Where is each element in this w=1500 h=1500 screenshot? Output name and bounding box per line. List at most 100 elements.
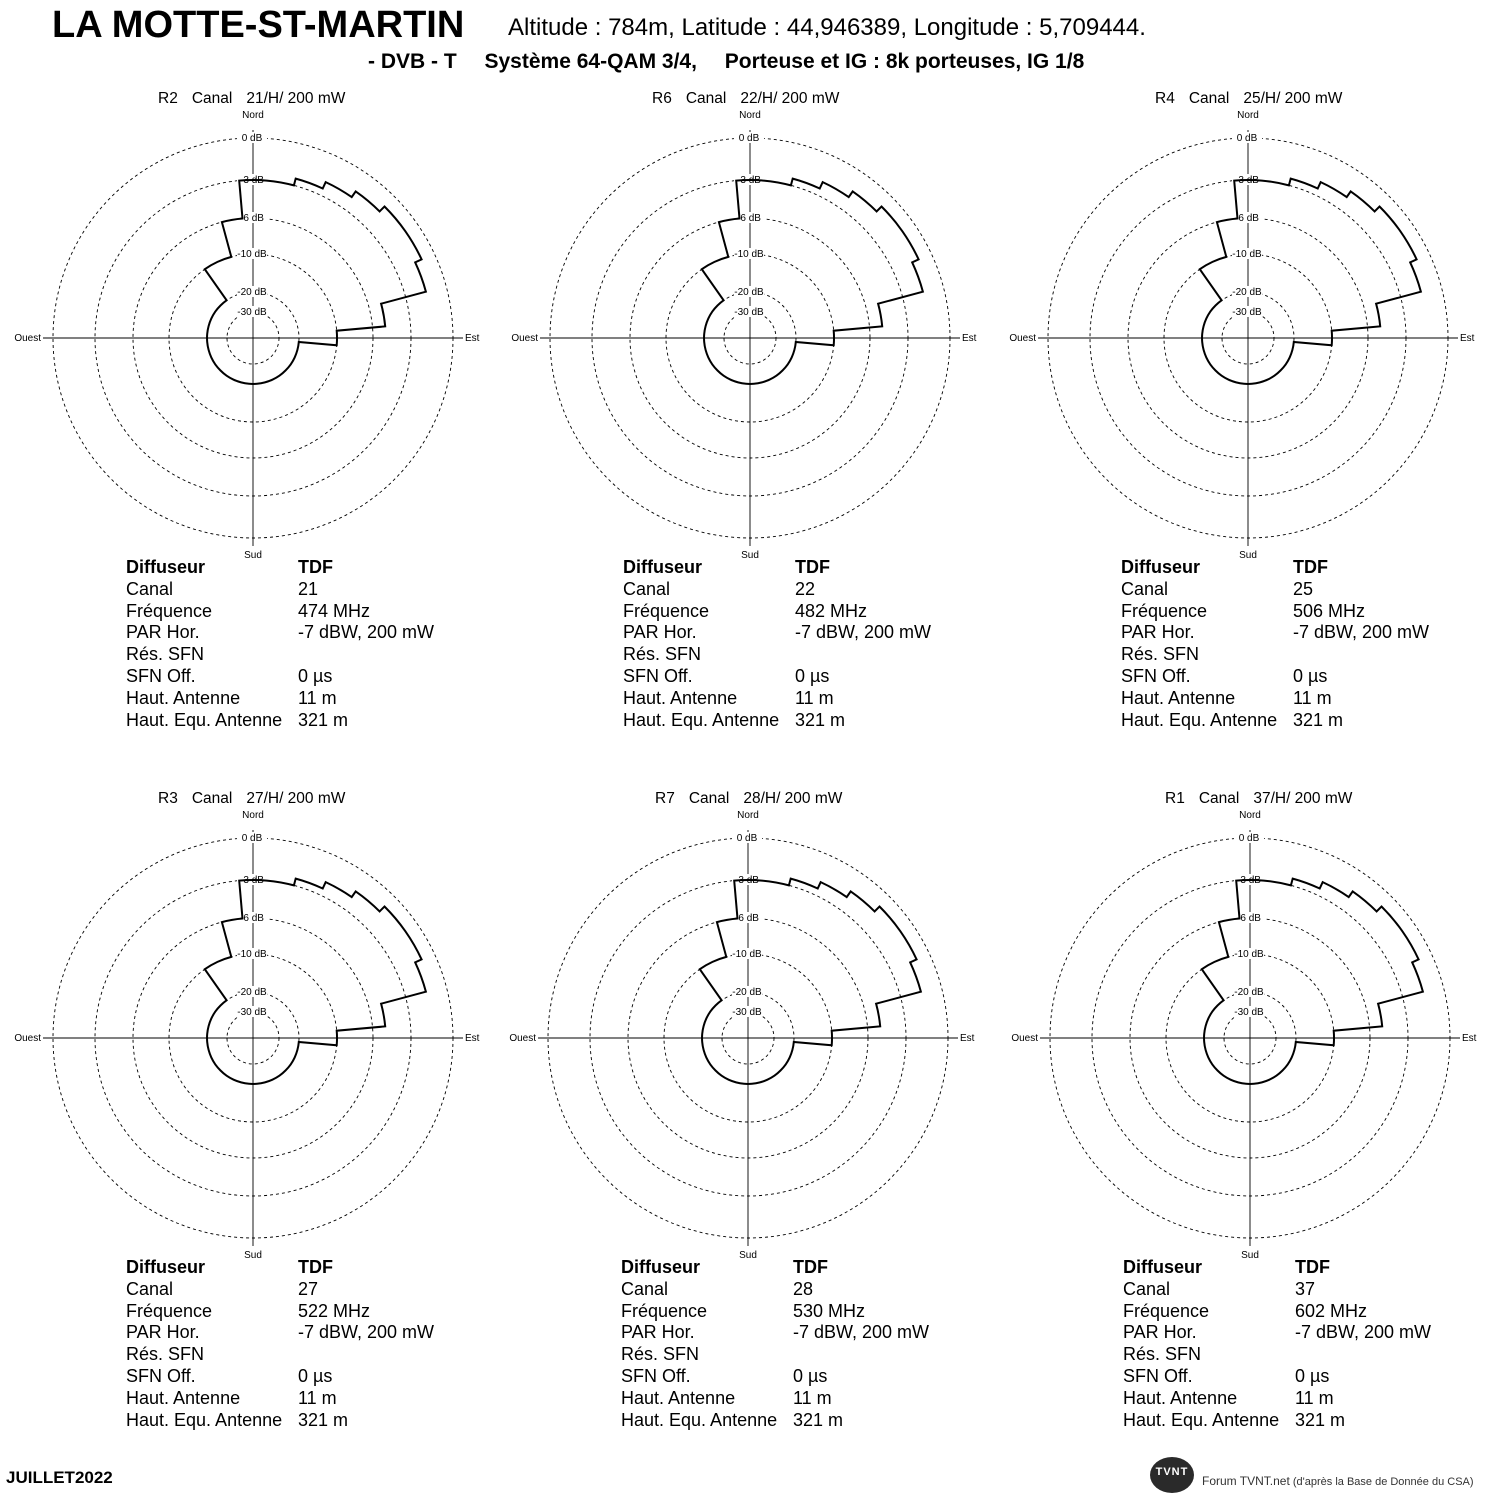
info-row-antenna-equiv-height: Haut. Equ. Antenne 321 m bbox=[621, 1410, 929, 1432]
info-label: Fréquence bbox=[1123, 1300, 1210, 1321]
ring-label-bg bbox=[734, 212, 764, 223]
ring-label-bg bbox=[1232, 306, 1262, 317]
info-label: Fréquence bbox=[126, 1300, 213, 1321]
ring-label-bg bbox=[732, 948, 762, 959]
footer-credit-brand: Forum TVNT.net bbox=[1202, 1474, 1290, 1488]
info-label: Haut. Equ. Antenne bbox=[623, 709, 780, 730]
caption-multiplex: R1 bbox=[1165, 790, 1185, 807]
info-label: SFN Off. bbox=[623, 665, 693, 686]
ring-label-bg bbox=[732, 912, 762, 923]
info-value: 11 m bbox=[298, 1387, 337, 1408]
info-label: Rés. SFN bbox=[621, 1344, 700, 1365]
polar-chart: 0 dB-3 dB-6 dB-10 dB-20 dB-30 dBNordSudE… bbox=[14, 810, 479, 1261]
direction-label-east: Est bbox=[1462, 1033, 1477, 1044]
info-value: 11 m bbox=[1293, 687, 1332, 708]
ring-label: -30 dB bbox=[732, 1007, 762, 1018]
info-row-sfn-network: Rés. SFN bbox=[126, 644, 434, 666]
ring-label-bg bbox=[237, 912, 267, 923]
info-row-sfn-network: Rés. SFN bbox=[126, 1344, 434, 1366]
ring-label-bg bbox=[1234, 1006, 1264, 1017]
info-value: 482 MHz bbox=[795, 600, 868, 621]
ring-label: -20 dB bbox=[237, 987, 267, 998]
ring-label-bg bbox=[734, 132, 764, 143]
polar-chart: 0 dB-3 dB-6 dB-10 dB-20 dB-30 dBNordSudE… bbox=[511, 110, 976, 561]
direction-label-north: Nord bbox=[1237, 110, 1259, 121]
ring-label: -20 dB bbox=[732, 987, 762, 998]
info-label: PAR Hor. bbox=[623, 622, 697, 643]
info-value: 25 bbox=[1293, 578, 1314, 599]
ring-label-bg bbox=[1234, 832, 1264, 843]
info-label: SFN Off. bbox=[621, 1365, 691, 1386]
info-value: 321 m bbox=[793, 1409, 844, 1430]
polar-chart: 0 dB-3 dB-6 dB-10 dB-20 dB-30 dBNordSudE… bbox=[509, 810, 974, 1261]
direction-label-south: Sud bbox=[741, 550, 759, 561]
ring-label: -30 dB bbox=[237, 1007, 267, 1018]
info-label: Haut. Equ. Antenne bbox=[1123, 1409, 1280, 1430]
info-label: Haut. Equ. Antenne bbox=[621, 1409, 778, 1430]
ring-label: -30 dB bbox=[237, 307, 267, 318]
direction-label-west: Ouest bbox=[511, 333, 538, 344]
system-carriers: Porteuse et IG : 8k porteuses, IG 1/8 bbox=[724, 50, 1085, 73]
ring-label-bg bbox=[1232, 132, 1262, 143]
info-label: Diffuseur bbox=[126, 557, 206, 577]
info-row-sfn-offset: SFN Off. 0 µs bbox=[621, 1366, 929, 1388]
ring-label: -6 dB bbox=[735, 913, 759, 924]
info-label: PAR Hor. bbox=[126, 1322, 200, 1343]
direction-label-east: Est bbox=[1460, 333, 1475, 344]
info-value: 28 bbox=[793, 1278, 814, 1299]
footer-date: JUILLET2022 bbox=[6, 1468, 113, 1487]
info-label: SFN Off. bbox=[126, 665, 196, 686]
info-value: TDF bbox=[1295, 1257, 1330, 1277]
ring-label: -10 dB bbox=[732, 949, 762, 960]
caption-canal-spec: 25/H/ 200 mW bbox=[1243, 90, 1343, 107]
ring-label-bg bbox=[237, 248, 267, 259]
ring-label-bg bbox=[237, 212, 267, 223]
info-row-sfn-offset: SFN Off.0 µs bbox=[1121, 666, 1429, 688]
info-value: TDF bbox=[298, 1257, 333, 1277]
system-modulation: Système 64-QAM 3/4, bbox=[484, 50, 697, 73]
radiation-pattern-r6 bbox=[700, 177, 925, 385]
direction-label-north: Nord bbox=[737, 810, 759, 821]
tvnt-logo-text: TVNT bbox=[1155, 1466, 1189, 1478]
direction-label-north: Nord bbox=[739, 110, 761, 121]
info-value: 602 MHz bbox=[1295, 1300, 1368, 1321]
info-row-erp: PAR Hor.-7 dBW, 200 mW bbox=[126, 622, 434, 644]
info-value: TDF bbox=[1293, 557, 1328, 577]
info-label: Diffuseur bbox=[623, 557, 703, 577]
info-value: TDF bbox=[793, 1257, 828, 1277]
info-value: 321 m bbox=[1293, 709, 1344, 730]
ring-label: -6 dB bbox=[1237, 913, 1261, 924]
ring-label-bg bbox=[237, 948, 267, 959]
info-value: 11 m bbox=[795, 687, 834, 708]
info-value: 0 µs bbox=[793, 1365, 828, 1386]
direction-label-south: Sud bbox=[1241, 1250, 1259, 1261]
info-label: Diffuseur bbox=[126, 1257, 206, 1277]
longitude-value: 5,709444. bbox=[1039, 14, 1146, 41]
info-value: 37 bbox=[1295, 1278, 1316, 1299]
ring-label-bg bbox=[734, 286, 764, 297]
info-value: 0 µs bbox=[298, 665, 333, 686]
footer-credit: Forum TVNT.net (d'après la Base de Donné… bbox=[1202, 1474, 1474, 1488]
info-label: Rés. SFN bbox=[623, 644, 702, 665]
info-label: Haut. Equ. Antenne bbox=[126, 1409, 283, 1430]
info-label: Canal bbox=[623, 578, 671, 599]
ring-label: 0 dB bbox=[242, 133, 263, 144]
caption-canal-spec: 22/H/ 200 mW bbox=[740, 90, 840, 107]
ring-label-bg bbox=[732, 1006, 762, 1017]
info-row-erp: PAR Hor.-7 dBW, 200 mW bbox=[621, 1322, 929, 1344]
info-label: Canal bbox=[1121, 578, 1169, 599]
ring-label: -6 dB bbox=[240, 913, 264, 924]
radiation-pattern-r3 bbox=[203, 877, 428, 1085]
info-label: Rés. SFN bbox=[126, 1344, 205, 1365]
